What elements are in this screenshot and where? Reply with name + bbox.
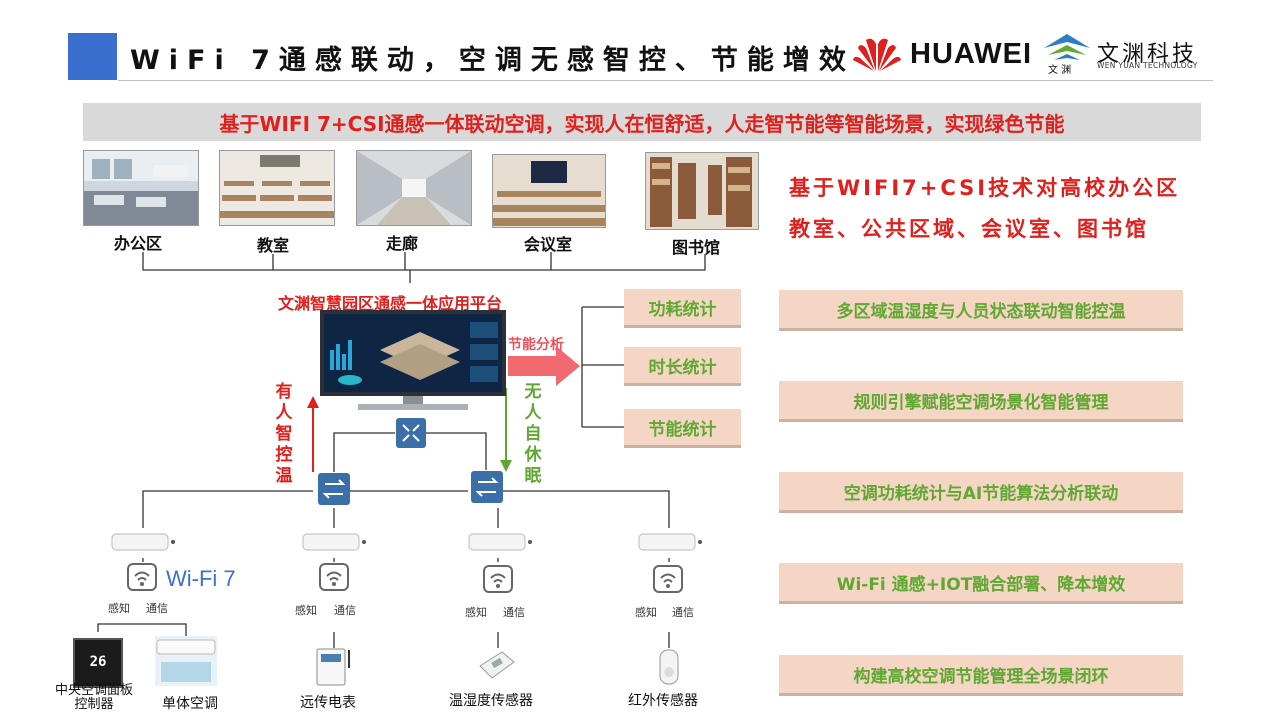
meeting-room-photo xyxy=(492,154,606,228)
wifi-signal-icon xyxy=(319,563,349,591)
feature-box-4: Wi-Fi 通感+IOT融合部署、降本增效 xyxy=(779,563,1183,604)
occupied-control-text: 有人智控温 xyxy=(275,382,293,486)
platform-title: 文渊智慧园区通感一体应用平台 xyxy=(278,294,503,313)
place-label-meeting: 会议室 xyxy=(524,235,573,254)
sense-label: 感知 xyxy=(295,604,317,617)
corridor-photo xyxy=(356,150,472,226)
energy-analysis-label: 节能分析 xyxy=(508,337,564,353)
comm-label: 通信 xyxy=(146,602,168,615)
wifi-signal-icon xyxy=(653,565,683,593)
device-label-split-ac: 单体空调 xyxy=(162,696,218,712)
core-switch-icon xyxy=(396,418,426,448)
feature-box-1: 多区域温湿度与人员状态联动智能控温 xyxy=(779,290,1183,331)
access-switch-icon xyxy=(318,473,350,505)
place-label-classroom: 教室 xyxy=(257,236,290,255)
company-small-label: 文 渊 xyxy=(1048,65,1072,76)
access-point-icon xyxy=(302,533,366,551)
place-label-corridor: 走廊 xyxy=(386,234,419,253)
classroom-photo xyxy=(219,150,335,226)
access-point-icon xyxy=(638,533,702,551)
wifi7-label: Wi-Fi 7 xyxy=(166,566,236,591)
power-stat-box: 功耗统计 xyxy=(624,289,741,328)
comm-label: 通信 xyxy=(334,604,356,617)
company-name-cn: 文渊科技 xyxy=(1097,42,1198,67)
unoccupied-sleep-text: 无人自休眠 xyxy=(524,382,542,486)
huawei-wordmark: HUAWEI xyxy=(910,38,1032,70)
header-divider xyxy=(118,80,1213,81)
feature-box-3: 空调功耗统计与AI节能算法分析联动 xyxy=(779,472,1183,513)
office-photo xyxy=(83,150,199,226)
right-headline-line2: 教室、公共区域、会议室、图书馆 xyxy=(789,217,1149,241)
right-headline-line1: 基于WIFI7+CSI技术对高校办公区 xyxy=(789,176,1181,200)
feature-box-2: 规则引擎赋能空调场景化智能管理 xyxy=(779,381,1183,422)
wenyuan-logo-icon xyxy=(1044,34,1090,60)
device-label-infrared: 红外传感器 xyxy=(628,693,698,709)
header-accent-square xyxy=(68,33,117,80)
device-label-meter: 远传电表 xyxy=(300,695,356,711)
comm-label: 通信 xyxy=(672,606,694,619)
saving-stat-box: 节能统计 xyxy=(624,409,741,448)
duration-stat-box: 时长统计 xyxy=(624,347,741,386)
wifi-signal-icon xyxy=(127,563,157,591)
infrared-sensor-icon xyxy=(659,649,679,685)
access-point-icon xyxy=(111,533,175,551)
sense-label: 感知 xyxy=(108,602,130,615)
library-photo xyxy=(645,152,759,230)
humidity-sensor-icon xyxy=(479,651,515,679)
page-title: WiFi 7通感联动，空调无感智控、节能增效 xyxy=(130,45,855,76)
place-label-office: 办公区 xyxy=(114,234,163,253)
sense-label: 感知 xyxy=(465,606,487,619)
company-name-en: WEN YUAN TECHNOLOGY xyxy=(1097,61,1198,70)
wifi-signal-icon xyxy=(483,565,513,593)
split-ac-icon xyxy=(155,636,217,686)
comm-label: 通信 xyxy=(503,606,525,619)
place-label-library: 图书馆 xyxy=(672,238,721,257)
banner-text: 基于WIFI 7+CSI通感一体联动空调，实现人在恒舒适，人走智节能等智能场景，… xyxy=(219,112,1065,136)
monitor-dashboard-icon xyxy=(320,310,506,410)
banner-background xyxy=(83,103,1201,141)
sense-label: 感知 xyxy=(635,606,657,619)
access-switch-icon xyxy=(471,471,503,503)
device-label-panel: 中央空调面板控制器 xyxy=(54,683,133,712)
huawei-logo-icon xyxy=(853,38,901,71)
device-label-humidity: 温湿度传感器 xyxy=(449,693,533,709)
electric-meter-icon xyxy=(316,648,350,686)
ac-panel-icon: 26 xyxy=(73,638,123,688)
access-point-icon xyxy=(468,533,532,551)
feature-box-5: 构建高校空调节能管理全场景闭环 xyxy=(779,655,1183,696)
